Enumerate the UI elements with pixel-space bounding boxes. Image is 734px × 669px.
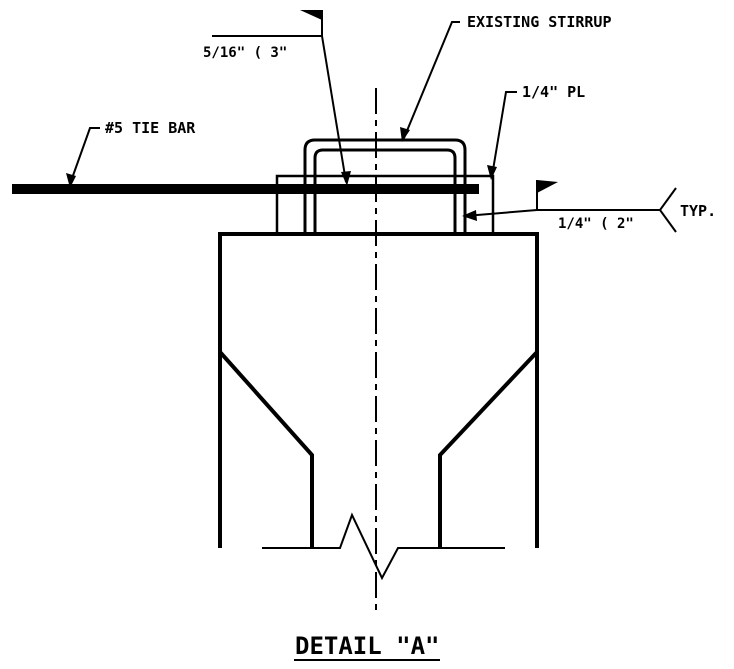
weld-side-tail-icon (658, 187, 677, 233)
existing-stirrup-inner (313, 148, 457, 234)
plate-arrowhead (487, 165, 497, 180)
weld-top-flag-icon (300, 10, 322, 20)
detail-title: DETAIL "A" (295, 632, 440, 660)
stirrup-arrowhead (400, 127, 410, 142)
tie-bar-leader (69, 127, 100, 185)
weld-side-flag-icon (537, 180, 558, 193)
plate-leader (491, 91, 517, 177)
plate-label: 1/4" PL (522, 83, 585, 101)
weld-top-label: 5/16" ( 3" (203, 45, 287, 61)
stirrup-leader (403, 21, 460, 139)
weld-side-arrow-line (464, 209, 538, 217)
existing-stirrup-label: EXISTING STIRRUP (467, 13, 612, 31)
break-line (262, 512, 505, 581)
beam-top-flange (218, 232, 539, 352)
weld-side-arrowhead (462, 210, 477, 221)
tie-bar (12, 184, 479, 194)
beam-body-outline (218, 346, 314, 548)
weld-top-arrow-line (321, 35, 347, 183)
quarter-inch-plate (275, 174, 495, 236)
weld-side-label: 1/4" ( 2" (558, 216, 634, 232)
tie-bar-label: #5 TIE BAR (105, 119, 196, 137)
beam-body-outline-right (438, 346, 539, 548)
tie-bar-arrowhead (66, 173, 76, 188)
weld-top-arrowhead (341, 171, 351, 186)
existing-stirrup-outer (303, 138, 467, 234)
typ-label: TYP. (680, 202, 716, 220)
